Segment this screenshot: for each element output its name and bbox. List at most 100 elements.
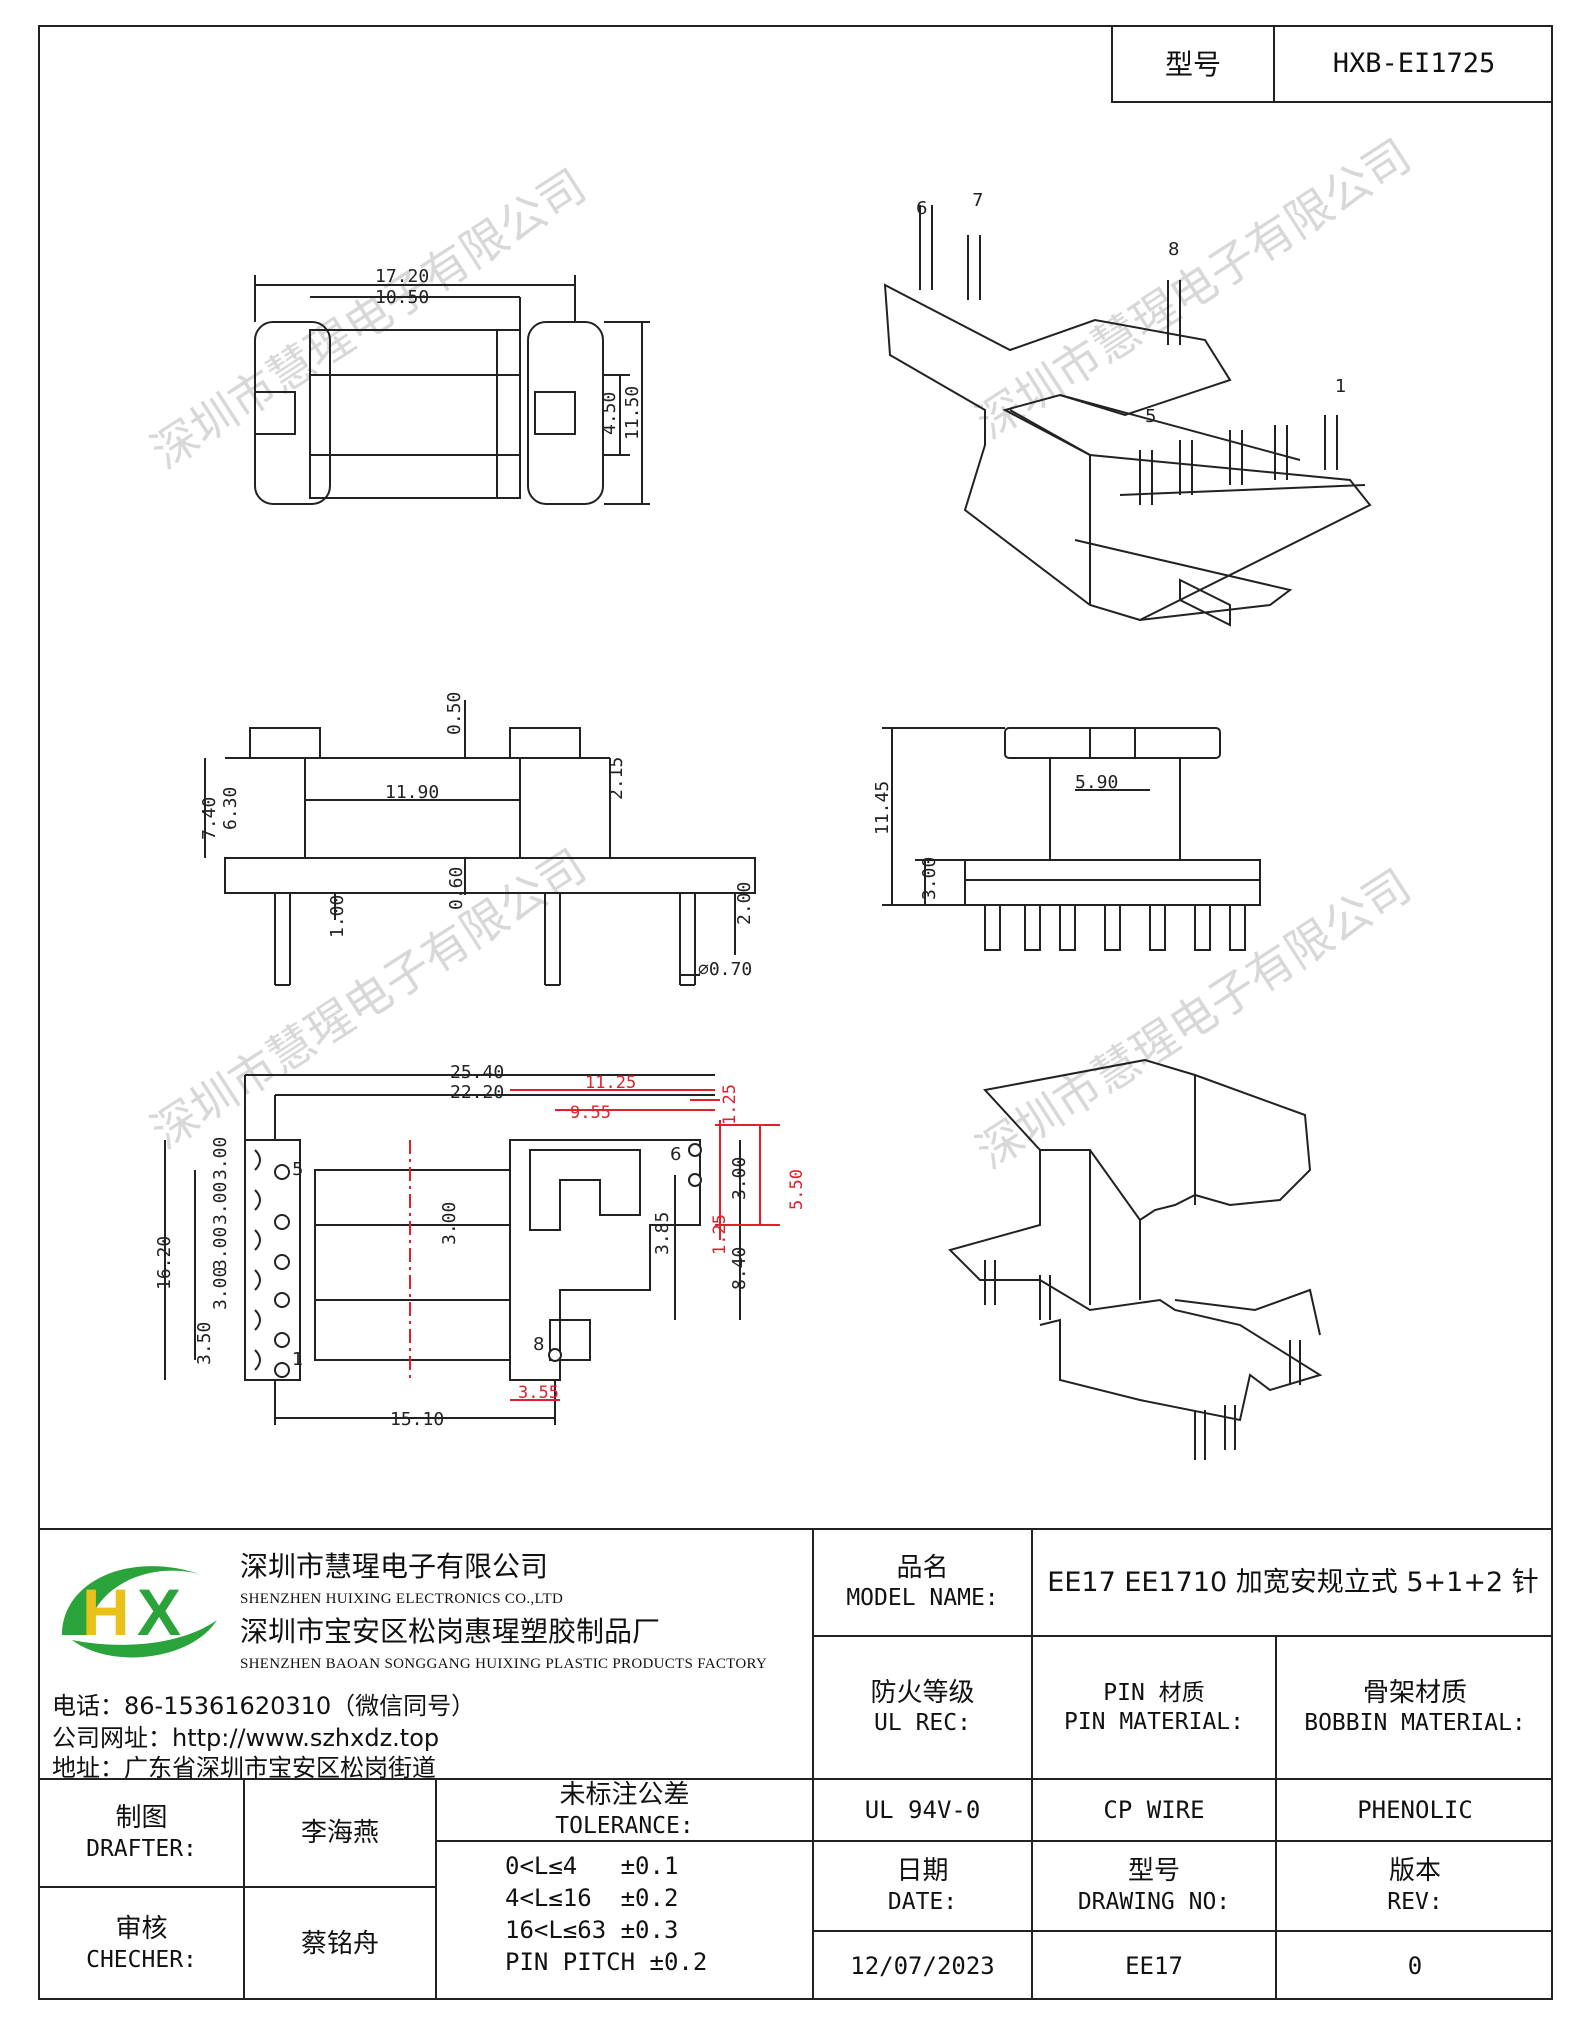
tolerance-row-3: 16<L≤63 ±0.3	[505, 1916, 679, 1944]
company-info: 深圳市慧瑆电子有限公司 SHENZHEN HUIXING ELECTRONICS…	[240, 1545, 767, 1673]
ul-rec-cn: 防火等级	[870, 1677, 975, 1708]
dim-3-85: 3.85	[652, 1212, 673, 1255]
dim-4-50: 4.50	[599, 392, 620, 435]
dim-7-40: 7.40	[199, 797, 220, 840]
dim-1-25-bottom: 1.25	[710, 1214, 730, 1255]
dim-2-15: 2.15	[606, 757, 627, 800]
company-logo: H X	[62, 1566, 217, 1658]
dim-3-00-a: 3.00	[210, 1182, 231, 1225]
company-name-cn: 深圳市慧瑆电子有限公司	[240, 1550, 549, 1583]
dim-0-60: 0.60	[446, 867, 467, 910]
isometric-view-bottom	[948, 1058, 1323, 1460]
top-view	[254, 275, 650, 505]
rev-en: REV:	[1387, 1888, 1443, 1915]
ul-rec-en: UL REC:	[874, 1710, 971, 1737]
model-header-label: 型号	[1113, 25, 1275, 101]
tolerance-row-2: 4<L≤16 ±0.2	[505, 1884, 679, 1912]
dim-15-10: 15.10	[390, 1409, 444, 1430]
dim-3-00-middle: 3.00	[439, 1202, 460, 1245]
logo-letter-x: X	[137, 1575, 181, 1649]
date-cn: 日期	[896, 1856, 949, 1887]
dim-8-40: 8.40	[729, 1247, 750, 1290]
tolerance-label: 未标注公差 TOLERANCE:	[437, 1780, 812, 1840]
isometric-view-top	[883, 205, 1372, 627]
dim-6-30: 6.30	[220, 787, 241, 830]
pin-material-en: PIN MATERIAL:	[1063, 1708, 1244, 1735]
tolerance-row-4: PIN PITCH ±0.2	[505, 1948, 708, 1976]
bottom-view	[164, 1074, 741, 1425]
date-label: 日期 DATE:	[814, 1842, 1031, 1930]
technical-drawing: 深圳市慧瑆电子有限公司 深圳市慧瑆电子有限公司 深圳市慧瑆电子有限公司 深圳市慧…	[142, 128, 1421, 1460]
drawing-no-value: EE17	[1125, 1952, 1183, 1980]
model-name-en: MODEL NAME:	[846, 1585, 999, 1612]
company-name-en: SHENZHEN HUIXING ELECTRONICS CO.,LTD	[240, 1591, 564, 1607]
pin-material-cn: PIN 材质	[1103, 1679, 1205, 1706]
drawing-no-cn: 型号	[1127, 1856, 1180, 1887]
dim-3-00-c: 3.00	[210, 1267, 231, 1310]
dim-16-20: 16.20	[154, 1236, 175, 1290]
pin-label-5-iso: 5	[1145, 406, 1156, 427]
tolerance-row-1: 0<L≤4 ±0.1	[505, 1852, 679, 1880]
side-view	[882, 727, 1261, 951]
factory-name-en: SHENZHEN BAOAN SONGGANG HUIXING PLASTIC …	[240, 1656, 768, 1672]
model-header-value: HXB-EI1725	[1332, 47, 1496, 79]
drawing-frame	[38, 25, 1553, 2000]
dim-10-50: 10.50	[375, 287, 429, 308]
pin-material-label: PIN 材质 PIN MATERIAL:	[1033, 1637, 1275, 1778]
bobbin-material-value: PHENOLIC	[1357, 1796, 1473, 1824]
bobbin-material-label: 骨架材质 BOBBIN MATERIAL:	[1277, 1637, 1553, 1778]
dim-5-50: 5.50	[787, 1169, 807, 1210]
model-name-value: EE17 EE1710 加宽安规立式 5+1+2 针	[1047, 1566, 1539, 1598]
rev-cn: 版本	[1388, 1856, 1441, 1887]
dim-diameter-0-70: ⌀0.70	[698, 959, 752, 980]
bottom-view-pin-holes	[274, 1143, 702, 1378]
bobbin-material-cn: 骨架材质	[1362, 1677, 1467, 1708]
drafter-name: 李海燕	[300, 1817, 379, 1848]
company-website: 公司网址：http://www.szhxdz.top	[52, 1724, 440, 1752]
bobbin-material-en: BOBBIN MATERIAL:	[1304, 1710, 1526, 1737]
pin-label-8-iso: 8	[1168, 239, 1179, 260]
pin-label-8-bottom: 8	[533, 1334, 544, 1355]
dim-3-00-side: 3.00	[919, 857, 940, 900]
dim-22-20: 22.20	[450, 1082, 504, 1103]
pin-label-1-bottom: 1	[292, 1349, 303, 1370]
dim-0-50: 0.50	[444, 692, 465, 735]
checker-en: CHECHER:	[86, 1946, 197, 1973]
dim-11-50: 11.50	[622, 386, 643, 440]
pin-label-7-iso: 7	[972, 190, 983, 211]
company-phone: 电话：86-15361620310（微信同号）	[52, 1692, 476, 1720]
dim-17-20: 17.20	[375, 266, 429, 287]
rev-label: 版本 REV:	[1277, 1842, 1553, 1930]
dim-1-25-top: 1.25	[720, 1084, 740, 1125]
drawing-no-label: 型号 DRAWING NO:	[1033, 1842, 1275, 1930]
ul-rec-label: 防火等级 UL REC:	[814, 1637, 1031, 1778]
date-value: 12/07/2023	[850, 1952, 995, 1980]
drafter-en: DRAFTER:	[86, 1835, 197, 1862]
ul-rec-value: UL 94V-0	[864, 1796, 981, 1824]
dim-3-00-d: 3.00	[210, 1137, 231, 1180]
pin-label-5-bottom: 5	[292, 1159, 303, 1180]
tolerance-cn: 未标注公差	[559, 1780, 690, 1811]
dim-3-00-b: 3.00	[210, 1227, 231, 1270]
dim-11-90: 11.90	[385, 782, 439, 803]
dim-11-25: 11.25	[585, 1073, 636, 1093]
dim-3-50: 3.50	[194, 1322, 215, 1365]
factory-name-cn: 深圳市宝安区松岗惠瑆塑胶制品厂	[240, 1615, 661, 1648]
drafter-label: 制图 DRAFTER:	[40, 1780, 243, 1886]
rev-value: 0	[1407, 1952, 1423, 1980]
watermark-4: 深圳市慧瑆电子有限公司	[967, 858, 1421, 1179]
date-en: DATE:	[887, 1888, 958, 1915]
checker-name: 蔡铭舟	[300, 1928, 379, 1959]
pin-label-1-iso: 1	[1335, 376, 1346, 397]
model-header-box: 型号 HXB-EI1725	[1111, 25, 1553, 103]
bottom-view-red-dims	[510, 1089, 780, 1401]
pin-material-value: CP WIRE	[1103, 1796, 1205, 1824]
checker-cn: 审核	[115, 1914, 168, 1945]
checker-label: 审核 CHECHER:	[40, 1888, 243, 2000]
dim-3-00-right: 3.00	[729, 1157, 750, 1200]
company-address: 地址：广东省深圳市宝安区松岗街道	[52, 1754, 436, 1782]
dim-5-90: 5.90	[1075, 772, 1118, 793]
dim-2-00: 2.00	[734, 882, 755, 925]
tolerance-en: TOLERANCE:	[555, 1812, 694, 1839]
dim-9-55: 9.55	[570, 1103, 611, 1123]
